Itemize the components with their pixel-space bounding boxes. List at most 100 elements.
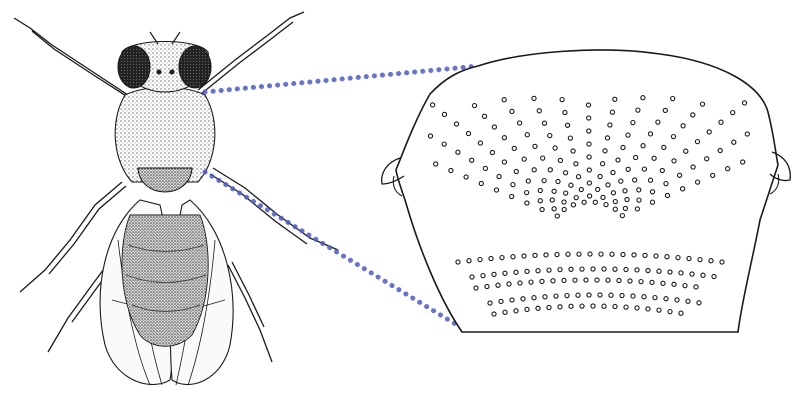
bristle-dot-icon (671, 135, 675, 139)
bristle-dot-icon (580, 304, 584, 308)
bristle-dot-icon (428, 134, 432, 138)
bristle-dot-icon (556, 179, 560, 183)
bristle-dot-icon (657, 308, 661, 312)
bristle-dot-icon (573, 278, 577, 282)
bristle-dot-icon (536, 306, 540, 310)
bristle-dot-icon (623, 206, 627, 210)
bristle-dot-icon (466, 131, 470, 135)
bristle-dot-icon (616, 158, 620, 162)
bristle-dot-icon (681, 187, 685, 191)
bristle-dot-icon (569, 267, 573, 271)
bristle-dot-icon (564, 171, 568, 175)
bristle-dot-icon (591, 304, 595, 308)
bristle-dot-icon (642, 295, 646, 299)
bristle-dot-icon (587, 181, 591, 185)
bristle-dot-icon (609, 293, 613, 297)
bristle-dot-icon (564, 191, 568, 195)
bristle-dot-icon (672, 159, 676, 163)
bristle-dot-icon (541, 156, 545, 160)
bristle-dot-icon (613, 267, 617, 271)
bristle-dot-icon (537, 109, 541, 113)
bristle-dot-icon (603, 149, 607, 153)
bristle-dot-icon (648, 132, 652, 136)
bristle-dot-icon (599, 252, 603, 256)
bristle-dot-icon (588, 194, 592, 198)
bristle-dot-icon (521, 297, 525, 301)
bristle-dot-icon (635, 207, 639, 211)
bristle-dot-icon (571, 203, 575, 207)
bristle-dot-icon (611, 170, 615, 174)
bristle-dot-icon (579, 187, 583, 191)
bristle-dot-icon (442, 142, 446, 146)
bristle-dot-icon (633, 178, 637, 182)
bristle-dot-icon (481, 274, 485, 278)
bristle-dot-icon (650, 280, 654, 284)
bristle-dot-icon (643, 253, 647, 257)
bristle-dot-icon (492, 125, 496, 129)
bristle-dot-icon (691, 165, 695, 169)
bristle-dot-icon (697, 301, 701, 305)
bristle-dot-icon (533, 253, 537, 257)
bristle-dot-icon (687, 256, 691, 260)
bristle-dot-icon (628, 279, 632, 283)
bristle-dot-icon (550, 198, 554, 202)
bristle-dot-icon (562, 207, 566, 211)
bristle-dot-icon (663, 108, 667, 112)
bristle-dot-icon (540, 207, 544, 211)
bristle-dot-icon (604, 203, 608, 207)
bristle-dot-icon (681, 124, 685, 128)
fly-scutellum (138, 168, 192, 192)
fly-icon (14, 12, 338, 385)
bristle-dot-icon (700, 102, 704, 106)
bristle-dot-icon (625, 197, 629, 201)
bristle-dot-icon (626, 167, 630, 171)
bristle-dot-icon (525, 191, 529, 195)
bristle-dot-icon (719, 120, 723, 124)
bristle-dot-icon (503, 310, 507, 314)
bristle-dot-icon (698, 258, 702, 262)
bristle-dot-icon (653, 296, 657, 300)
bristle-dot-icon (639, 280, 643, 284)
bristle-dot-icon (636, 108, 640, 112)
bristle-dot-icon (635, 306, 639, 310)
bristle-dot-icon (562, 278, 566, 282)
bristle-dot-icon (641, 96, 645, 100)
bristle-dot-icon (514, 309, 518, 313)
bristle-dot-icon (582, 200, 586, 204)
bristle-dot-icon (613, 304, 617, 308)
bristle-dot-icon (512, 146, 516, 150)
bristle-dot-icon (565, 294, 569, 298)
bristle-dot-icon (672, 282, 676, 286)
bristle-dot-icon (731, 111, 735, 115)
bristle-dot-icon (679, 311, 683, 315)
bristle-dot-icon (483, 166, 487, 170)
bristle-dot-icon (650, 200, 654, 204)
bristle-dot-icon (709, 259, 713, 263)
bristle-dot-icon (598, 174, 602, 178)
bristle-dot-icon (587, 168, 591, 172)
bristle-dot-icon (574, 162, 578, 166)
bristle-dot-icon (566, 123, 570, 127)
bristle-dot-icon (624, 267, 628, 271)
bristle-dot-icon (514, 270, 518, 274)
bristle-dot-icon (497, 174, 501, 178)
bristle-dot-icon (525, 201, 529, 205)
bristle-dot-icon (586, 103, 590, 107)
bristle-dot-icon (587, 293, 591, 297)
bristle-dot-icon (587, 116, 591, 120)
bristle-dot-icon (684, 149, 688, 153)
bristle-dot-icon (608, 123, 612, 127)
bristle-dot-icon (532, 96, 536, 100)
bristle-dot-icon (631, 121, 635, 125)
bristle-dot-icon (660, 168, 664, 172)
bristle-dot-icon (694, 285, 698, 289)
bristle-dot-icon (554, 294, 558, 298)
bristle-dot-icon (544, 253, 548, 257)
fly-right-eye (179, 46, 211, 88)
bristle-dot-icon (745, 132, 749, 136)
bristle-dot-icon (601, 195, 605, 199)
bristle-dot-icon (634, 155, 638, 159)
bristle-dot-icon (555, 252, 559, 256)
bristle-dot-icon (522, 157, 526, 161)
